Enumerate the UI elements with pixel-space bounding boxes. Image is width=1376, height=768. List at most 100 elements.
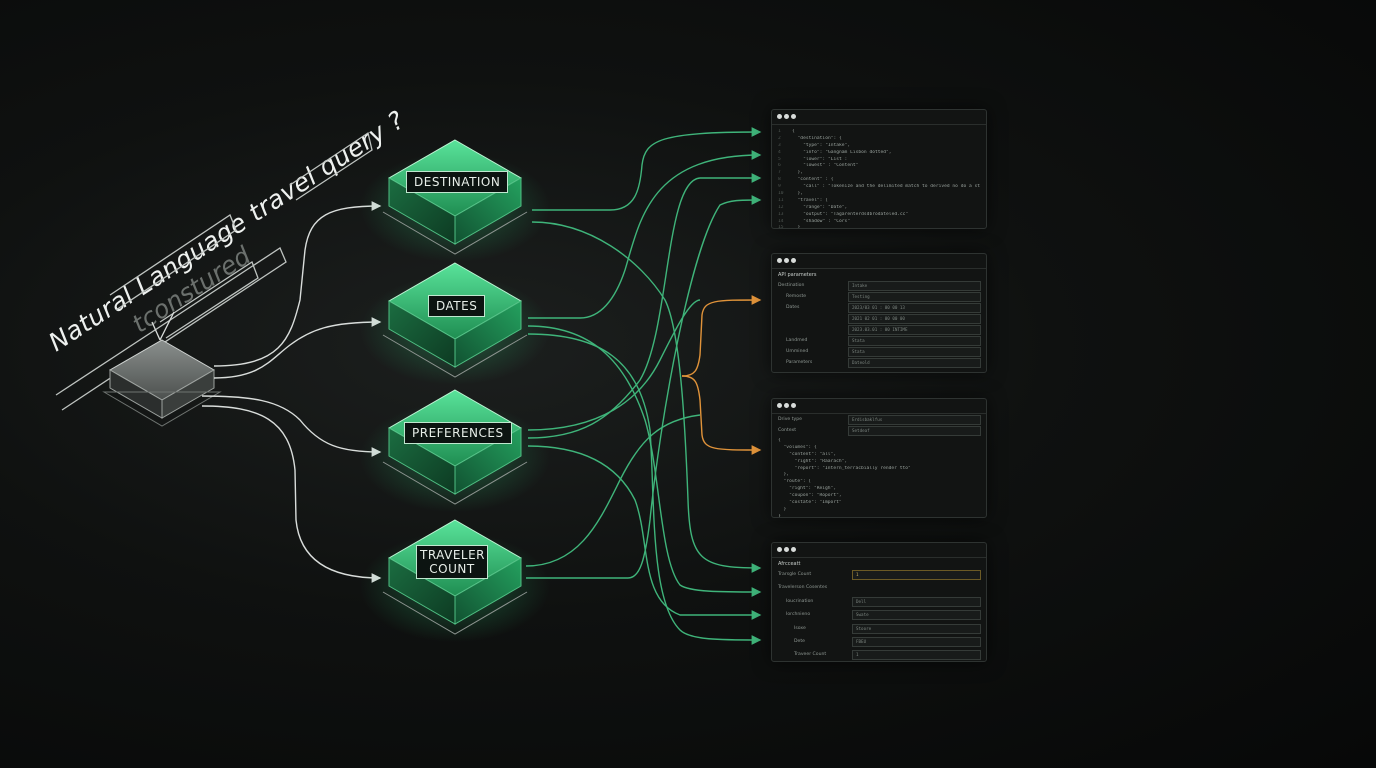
code-line: 6 "lowest" : "Content" <box>778 163 980 170</box>
panel-titlebar <box>772 543 986 558</box>
field-value[interactable]: Testing <box>848 292 981 302</box>
field-value[interactable]: 2023/03 01 : 00 00 13 <box>848 303 981 313</box>
source-cube <box>102 311 222 427</box>
form-row: Travelerson Cosentes <box>772 582 986 595</box>
field-label: Trarsgle Count <box>778 572 812 577</box>
field-label: Ioucrination <box>786 598 814 604</box>
code-line: 3 "type": "Intake", <box>778 143 980 150</box>
line-number: 9 <box>778 184 781 190</box>
panel-heading: API parameters <box>778 272 817 278</box>
code-text: "lowest" : "Content" <box>792 163 859 169</box>
code-text: "type": "Intake", <box>792 142 851 148</box>
code-line: 5 "lower": "List : <box>778 157 980 164</box>
code-text: { <box>778 438 781 443</box>
code-text: "range": "Date", <box>792 204 848 210</box>
connector-to-traveler-count <box>201 405 382 583</box>
field-value[interactable]: 2021 02 01 : 00 00 00 <box>848 314 981 324</box>
code-line: "right": "Reigh", <box>778 486 980 493</box>
node-dates <box>360 262 550 385</box>
code-text: } <box>778 506 787 512</box>
field-label: Ummined <box>786 349 809 354</box>
field-value[interactable]: Setdeaf <box>848 426 981 436</box>
field-label: Isoxe <box>794 625 806 631</box>
field-value[interactable]: Dell <box>852 596 981 607</box>
line-number: 10 <box>778 191 784 197</box>
field-value[interactable]: Erdisbaklfus <box>848 415 981 425</box>
code-text: "lower": "List : <box>792 156 848 162</box>
field-value[interactable]: Swate <box>852 610 981 621</box>
line-number: 11 <box>778 197 784 203</box>
line-number: 7 <box>778 170 781 176</box>
field-value[interactable]: FBEU <box>852 636 981 647</box>
code-text: "report": "Intern_terracbially render tt… <box>778 465 911 471</box>
field-label: Context <box>778 428 796 433</box>
code-text: "travel": [ <box>792 197 828 203</box>
query-underlines <box>55 131 373 411</box>
connector-count-panel4d <box>525 414 701 567</box>
form-row: Isoxe Stoore <box>772 623 986 636</box>
code-text: "costate": "Import" <box>778 500 842 506</box>
query-text: Natural Language travel query ? <box>43 105 409 357</box>
code-text: }, <box>792 191 804 197</box>
window-dot-icon <box>784 403 789 408</box>
field-value[interactable]: Dateold <box>848 358 981 368</box>
connector-dates-panel4e <box>527 333 762 645</box>
form-row: Context Setdeaf <box>772 425 986 436</box>
window-dot-icon <box>777 114 782 119</box>
connector-prefs-panel1 <box>527 173 762 439</box>
window-dot-icon <box>791 114 796 119</box>
field-label: Parameters <box>786 360 813 365</box>
window-dot-icon <box>777 403 782 408</box>
field-value[interactable]: Intake <box>848 281 981 291</box>
code-line: 4 "info": "Gangnam Lisbon dotted", <box>778 150 980 157</box>
code-lines: 1{2 "destination": {3 "type": "Intake",4… <box>772 125 986 228</box>
node-label-dates: DATES <box>428 295 486 317</box>
code-line: }, <box>778 472 980 479</box>
code-line: 13 "output": "Tagarenterdsdbrodateled.cc… <box>778 212 980 219</box>
field-value[interactable]: Stata <box>848 347 981 357</box>
field-value[interactable]: 1 <box>852 570 981 580</box>
field-label: Destination <box>778 283 805 288</box>
line-number: 4 <box>778 149 781 155</box>
code-text: { <box>792 129 795 134</box>
field-label: Travelerson Cosentes <box>778 585 828 591</box>
node-traveler-count <box>360 519 550 642</box>
window-dot-icon <box>791 258 796 263</box>
field-label: Drive type <box>778 417 802 422</box>
connector-dates-panel4b <box>527 325 762 597</box>
connector-prefs-panel4c <box>527 445 762 620</box>
code-text: }, <box>792 170 804 176</box>
form-row: Trarsgle Count 1 <box>772 569 986 582</box>
connector-prefs-cross <box>527 299 701 431</box>
code-text: "right": "Reigh", <box>778 486 837 492</box>
window-dot-icon <box>784 258 789 263</box>
code-text: "content" : { <box>792 177 834 183</box>
form-row: 2021 02 01 : 00 00 00 <box>772 313 986 324</box>
line-number: 12 <box>778 204 784 210</box>
field-value[interactable]: 1 <box>852 650 981 661</box>
connector-dest-panel4a <box>531 221 762 573</box>
code-text: } <box>778 513 781 518</box>
field-value[interactable]: 2023.03.01 : 00 INTIME <box>848 325 981 335</box>
code-text: "destination": { <box>792 135 842 141</box>
code-line: 15 } <box>778 225 980 228</box>
line-number: 5 <box>778 156 781 162</box>
code-line: "volumes": { <box>778 445 980 452</box>
source-connectors <box>201 201 382 583</box>
node-label-line: COUNT <box>429 562 475 576</box>
field-value[interactable]: Stata <box>848 336 981 346</box>
field-label: Dates <box>786 305 800 310</box>
panel-titlebar <box>772 110 986 125</box>
code-text: "output": "Tagarenterdsdbrodateled.cc" <box>792 211 909 217</box>
field-value[interactable]: Stoore <box>852 623 981 634</box>
connector-to-destination <box>213 201 382 367</box>
code-text: "call" : "Tokenize and the delimited mat… <box>792 184 980 190</box>
field-label: Dete <box>794 638 805 644</box>
